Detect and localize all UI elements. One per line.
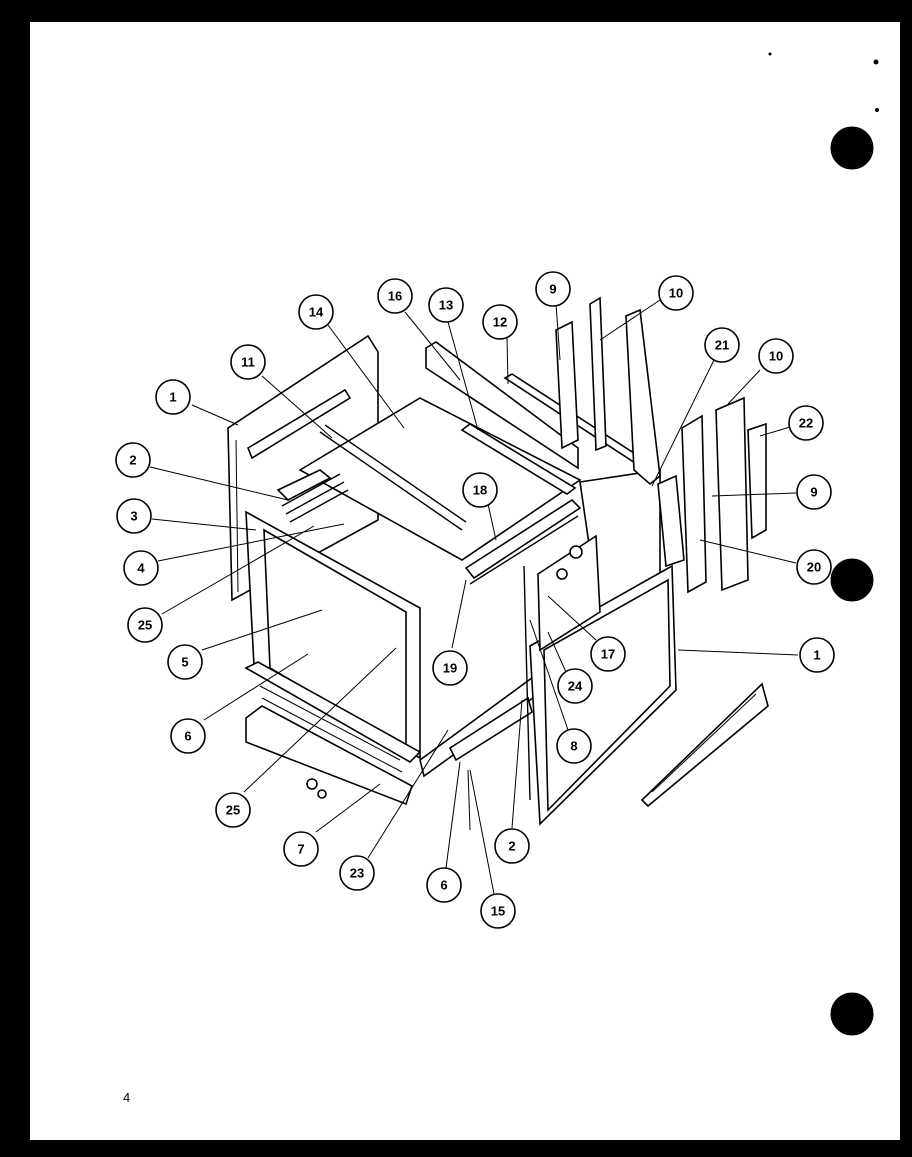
- svg-text:5: 5: [181, 655, 188, 670]
- rear-rail: [460, 423, 577, 495]
- callout-16[interactable]: 16: [377, 278, 413, 314]
- svg-text:3: 3: [130, 509, 137, 524]
- binder-hole-bottom: [830, 992, 874, 1036]
- paper: [30, 22, 900, 1140]
- valve-knob: [569, 545, 583, 559]
- svg-text:22: 22: [799, 416, 813, 431]
- callout-12[interactable]: 12: [482, 304, 518, 340]
- callout-19[interactable]: 19: [432, 650, 468, 686]
- lower-bracket: [448, 696, 533, 762]
- leveling-leg: [306, 778, 318, 790]
- callout-20[interactable]: 20: [796, 549, 832, 585]
- callout-1a[interactable]: 1: [155, 379, 191, 415]
- svg-text:9: 9: [810, 485, 817, 500]
- front-top-rail: [464, 498, 582, 580]
- corner-bracket: [657, 474, 685, 568]
- svg-text:19: 19: [443, 661, 457, 676]
- vertical-trim: [523, 565, 531, 801]
- callout-9b[interactable]: 9: [796, 474, 832, 510]
- callout-1b[interactable]: 1: [799, 637, 835, 673]
- svg-text:13: 13: [439, 298, 453, 313]
- speck: [873, 59, 879, 65]
- callouts: 16 13 14 12 9 10 11 21 10 1 22 2 18 9 3 …: [115, 271, 835, 929]
- callout-8[interactable]: 8: [556, 728, 592, 764]
- svg-text:1: 1: [813, 648, 820, 663]
- svg-text:18: 18: [473, 483, 487, 498]
- svg-text:9: 9: [549, 282, 556, 297]
- callout-10a[interactable]: 10: [658, 275, 694, 311]
- rear-channel: [425, 341, 579, 470]
- speck: [875, 108, 879, 112]
- callout-9a[interactable]: 9: [535, 271, 571, 307]
- svg-text:17: 17: [601, 647, 615, 662]
- svg-text:24: 24: [568, 679, 583, 694]
- callout-6b[interactable]: 6: [426, 867, 462, 903]
- svg-text:11: 11: [241, 355, 255, 370]
- front-rail: [319, 431, 463, 531]
- svg-text:2: 2: [129, 453, 136, 468]
- svg-text:14: 14: [309, 305, 324, 320]
- callout-22[interactable]: 22: [788, 405, 824, 441]
- callout-3[interactable]: 3: [116, 498, 152, 534]
- svg-text:4: 4: [137, 561, 145, 576]
- angle-strip: [640, 682, 769, 808]
- leader-lines: [149, 299, 799, 895]
- svg-text:6: 6: [440, 878, 447, 893]
- callout-4[interactable]: 4: [123, 550, 159, 586]
- oven-top-panel: [298, 397, 582, 561]
- callout-15[interactable]: 15: [480, 893, 516, 929]
- kick-panel: [245, 705, 413, 806]
- svg-text:20: 20: [807, 560, 821, 575]
- shelf-support: [276, 469, 332, 501]
- callout-11[interactable]: 11: [230, 344, 266, 380]
- svg-text:25: 25: [138, 618, 152, 633]
- callout-13[interactable]: 13: [428, 287, 464, 323]
- svg-text:8: 8: [570, 739, 577, 754]
- callout-10b[interactable]: 10: [758, 338, 794, 374]
- svg-text:23: 23: [350, 866, 364, 881]
- svg-text:6: 6: [184, 729, 191, 744]
- callout-25a[interactable]: 25: [127, 607, 163, 643]
- callout-21[interactable]: 21: [704, 327, 740, 363]
- top-strip: [247, 388, 352, 460]
- svg-text:10: 10: [669, 286, 683, 301]
- callout-14[interactable]: 14: [298, 294, 334, 330]
- callout-7[interactable]: 7: [283, 831, 319, 867]
- lower-trim: [244, 661, 422, 763]
- callout-25b[interactable]: 25: [215, 792, 251, 828]
- binder-hole-top: [830, 126, 874, 170]
- svg-text:21: 21: [715, 338, 729, 353]
- svg-text:16: 16: [388, 289, 402, 304]
- svg-text:12: 12: [493, 315, 507, 330]
- svg-text:2: 2: [508, 839, 515, 854]
- svg-text:1: 1: [169, 390, 176, 405]
- svg-text:25: 25: [226, 803, 240, 818]
- narrow-strip: [747, 422, 767, 540]
- callout-24[interactable]: 24: [557, 668, 593, 704]
- callout-17[interactable]: 17: [590, 636, 626, 672]
- callout-2a[interactable]: 2: [115, 442, 151, 478]
- callout-23[interactable]: 23: [339, 855, 375, 891]
- callout-18[interactable]: 18: [462, 472, 498, 508]
- svg-text:7: 7: [297, 842, 304, 857]
- vertical-channel: [555, 320, 579, 450]
- binder-hole-middle: [830, 558, 874, 602]
- speck: [768, 52, 772, 56]
- callout-5[interactable]: 5: [167, 644, 203, 680]
- page-number: 4: [123, 1090, 131, 1105]
- vertical-channel-2: [681, 414, 707, 594]
- svg-text:15: 15: [491, 904, 505, 919]
- svg-text:10: 10: [769, 349, 783, 364]
- callout-6a[interactable]: 6: [170, 718, 206, 754]
- vertical-strip: [589, 296, 607, 452]
- vertical-post: [715, 396, 749, 592]
- callout-2b[interactable]: 2: [494, 828, 530, 864]
